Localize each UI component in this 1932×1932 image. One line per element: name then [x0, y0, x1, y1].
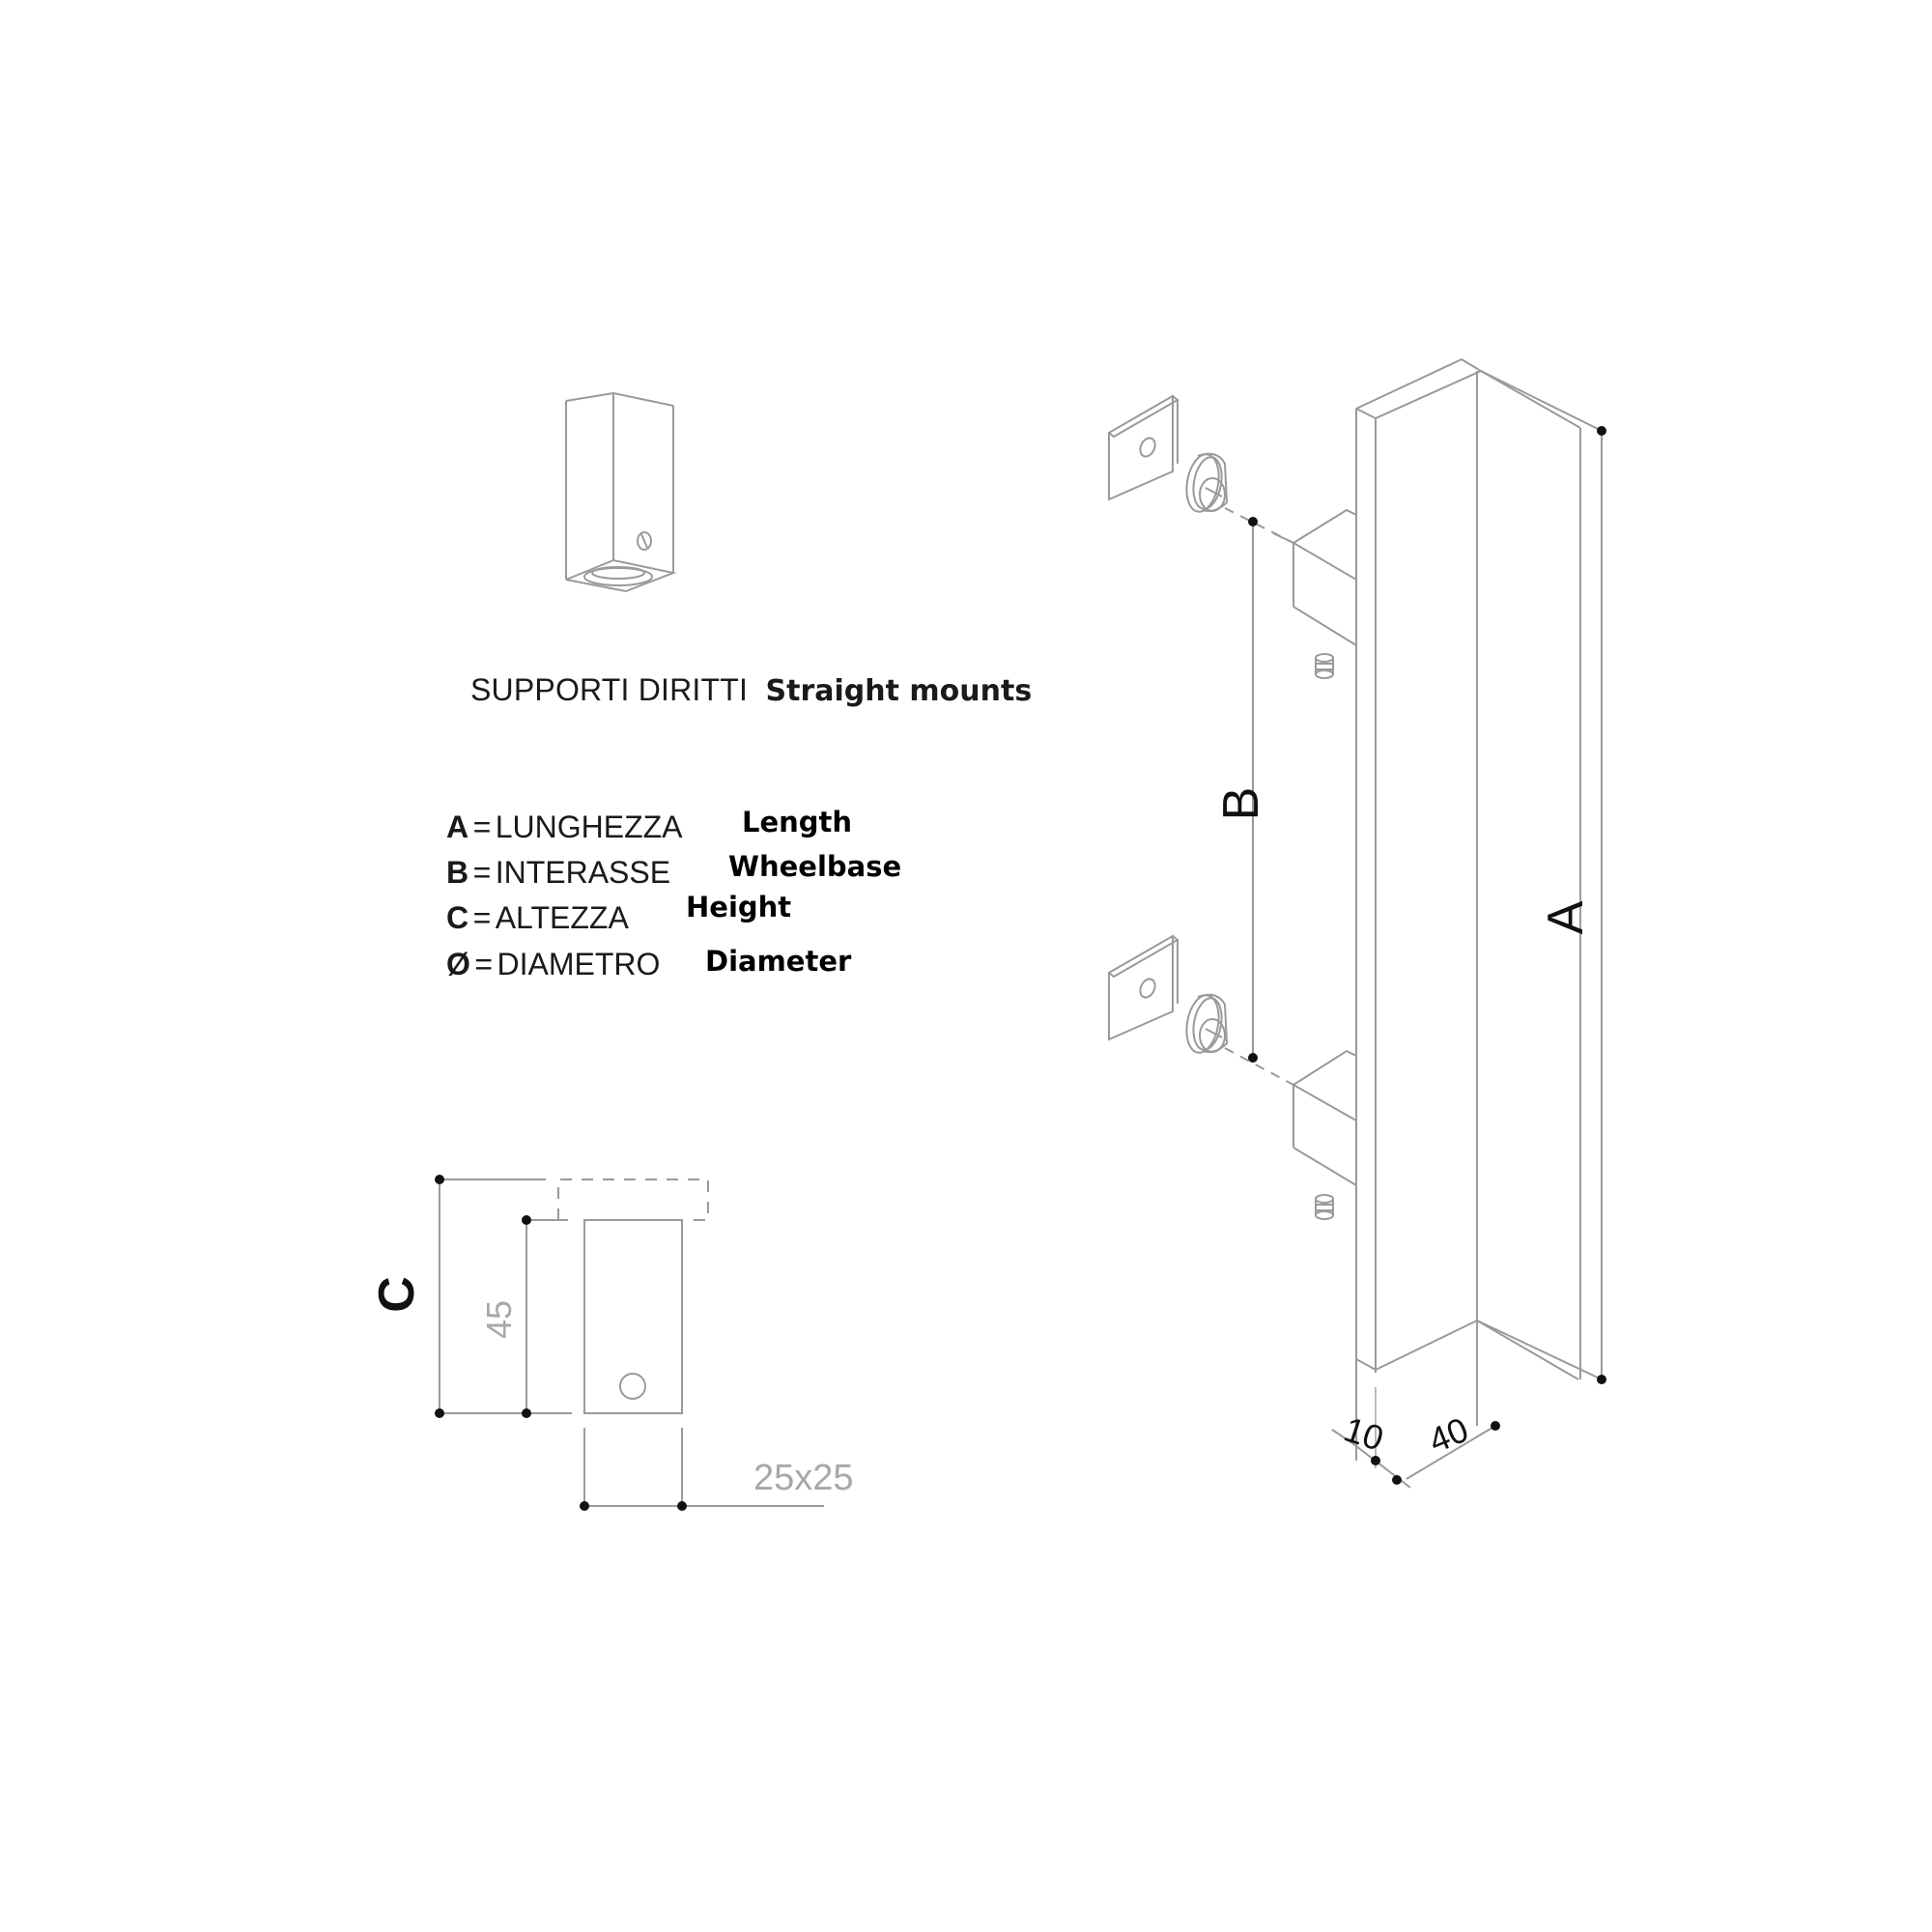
- legend-key: B: [446, 855, 469, 890]
- label-40: 40: [1423, 1409, 1473, 1461]
- legend-row-c: C = ALTEZZA: [446, 900, 629, 936]
- legend-key: C: [446, 900, 469, 935]
- legend-english-length: Length: [742, 806, 853, 838]
- legend-italian: ALTEZZA: [495, 900, 629, 935]
- bar-dimension-dots: [1248, 426, 1606, 1485]
- label-c: C: [369, 1276, 425, 1313]
- grub-screw-upper-icon: [1315, 653, 1334, 679]
- label-10: 10: [1339, 1408, 1388, 1458]
- legend-row-b: B = INTERASSE: [446, 855, 670, 891]
- legend-key: Ø: [446, 947, 470, 981]
- caption-italian: SUPPORTI DIRITTI: [470, 672, 749, 707]
- legend-equals: =: [474, 947, 494, 981]
- mount-dimension-drawing: [439, 1179, 824, 1507]
- label-25x25: 25x25: [753, 1458, 854, 1498]
- legend-english-height: Height: [686, 891, 792, 923]
- legend-equals: =: [472, 810, 492, 844]
- legend-row-diameter: Ø = DIAMETRO: [446, 947, 660, 982]
- cam-fitting-upper-icon: [1185, 452, 1229, 513]
- legend-italian: DIAMETRO: [497, 947, 661, 981]
- label-45: 45: [479, 1300, 519, 1339]
- grub-screw-lower-icon: [1315, 1194, 1334, 1220]
- legend-italian: LUNGHEZZA: [495, 810, 683, 844]
- label-a: A: [1538, 900, 1594, 934]
- legend-key: A: [446, 810, 469, 844]
- legend-italian: INTERASSE: [495, 855, 671, 890]
- legend-equals: =: [472, 855, 492, 890]
- legend-equals: =: [472, 900, 492, 935]
- mount-isometric-icon: [565, 391, 677, 593]
- bar-drawing: [1224, 357, 1603, 1489]
- legend-english-wheelbase: Wheelbase: [728, 850, 902, 883]
- caption-english: Straight mounts: [765, 674, 1033, 708]
- wall-plate-upper-icon: [1108, 394, 1179, 501]
- wall-plate-lower-icon: [1108, 934, 1179, 1041]
- legend-english-diameter: Diameter: [705, 945, 852, 978]
- legend-row-a: A = LUNGHEZZA: [446, 810, 683, 845]
- mount-dimension-dots: [435, 1175, 687, 1511]
- label-b: B: [1213, 787, 1269, 821]
- drawing-caption: SUPPORTI DIRITTI Straight mounts: [470, 672, 1032, 708]
- cam-fitting-lower-icon: [1185, 993, 1229, 1054]
